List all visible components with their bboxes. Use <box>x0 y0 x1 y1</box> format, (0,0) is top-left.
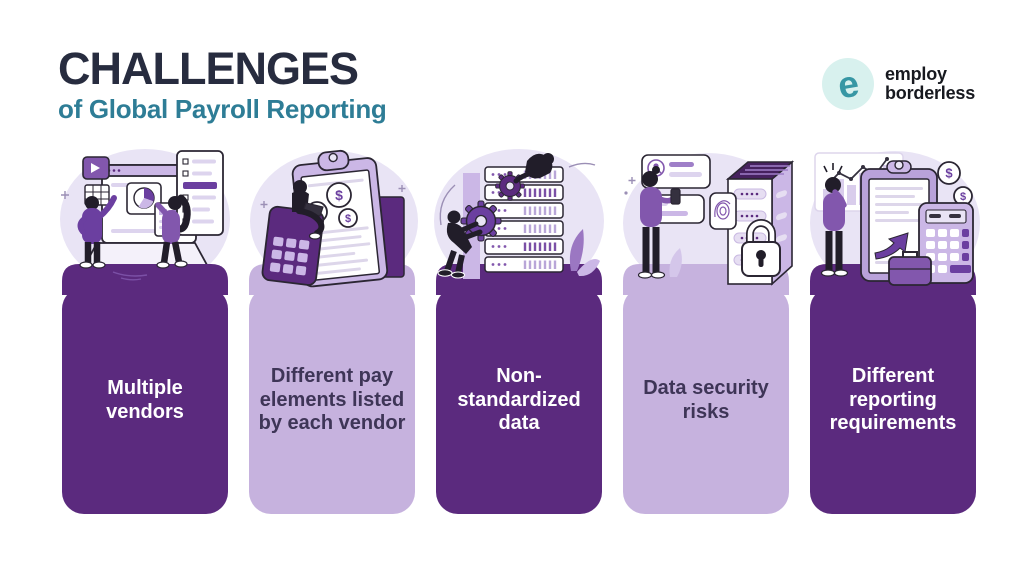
challenge-card-multiple-vendors: Multiple vendors <box>62 287 228 514</box>
growth-arrow-icon <box>874 232 909 260</box>
base-detail <box>112 271 148 281</box>
calculator-icon <box>918 202 974 284</box>
video-play-icon <box>82 156 110 180</box>
padlock-icon <box>741 219 781 277</box>
person-figure <box>513 153 554 184</box>
brand-name: employ borderless <box>885 63 976 104</box>
plant-icon <box>569 229 600 277</box>
challenge-column-pay-elements: $ $ $ <box>249 145 418 514</box>
brand-logo: e employ borderless <box>822 58 975 110</box>
challenge-card-non-standardized: Non-standardized data <box>436 287 602 514</box>
svg-text:$: $ <box>335 187 343 203</box>
reporting-illustration: $ $ <box>810 151 980 295</box>
pay-elements-illustration: $ $ $ <box>249 149 418 295</box>
brand-mark-letter: e <box>834 62 862 106</box>
header: CHALLENGES of Global Payroll Reporting <box>58 43 387 124</box>
swoosh-line <box>568 162 596 168</box>
leaf-decoration <box>669 248 682 277</box>
person-figure <box>77 195 117 269</box>
data-security-illustration <box>623 153 795 295</box>
person-figure <box>155 194 191 269</box>
challenge-column-non-standardized: Non-standardized data <box>434 145 604 514</box>
challenge-columns: Multiple vendors <box>60 145 980 514</box>
card-top-base <box>62 264 228 295</box>
sparkle-icon <box>61 191 69 199</box>
brand-name-line1: employ <box>885 63 947 84</box>
challenge-label: Data security risks <box>643 376 769 423</box>
pie-chart-icon <box>126 182 162 215</box>
swoosh-line <box>439 184 456 226</box>
page-title: CHALLENGES <box>58 43 359 94</box>
multiple-vendors-illustration <box>60 149 230 295</box>
dollar-coin-icon: $ <box>937 161 961 185</box>
svg-text:$: $ <box>345 213 351 225</box>
challenge-column-reporting: $ $ <box>810 145 980 514</box>
person-figure <box>437 210 483 279</box>
brand-name-line2: borderless <box>885 83 976 103</box>
svg-text:$: $ <box>945 166 953 181</box>
challenge-label: Different reporting requirements <box>829 365 957 435</box>
challenge-column-multiple-vendors: Multiple vendors <box>60 145 230 514</box>
dollar-coin-icon: $ <box>338 208 358 228</box>
dollar-coin-icon: $ <box>326 182 352 208</box>
briefcase-icon <box>888 251 932 286</box>
sparkle-icon <box>628 177 636 184</box>
sparkle-icon <box>398 185 406 192</box>
challenge-label: Non-standardized data <box>457 365 581 435</box>
non-standardized-illustration <box>434 149 604 295</box>
fingerprint-icon <box>709 192 737 230</box>
person-figure <box>292 180 325 240</box>
challenge-label: Multiple vendors <box>106 376 184 423</box>
page-subtitle: of Global Payroll Reporting <box>58 93 387 124</box>
sparkle-icon <box>624 191 628 195</box>
challenge-column-data-security: Data security risks <box>623 145 795 514</box>
challenge-card-data-security: Data security risks <box>623 287 789 514</box>
calculator-icon <box>261 205 325 286</box>
challenge-card-pay-elements: Different pay elements listed by each ve… <box>249 287 415 514</box>
brand-logo-icon: e <box>822 58 874 110</box>
person-figure <box>820 163 849 277</box>
challenge-card-reporting: Different reporting requirements <box>810 287 976 514</box>
person-figure <box>637 166 681 279</box>
svg-text:$: $ <box>960 191 966 203</box>
challenge-label: Different pay elements listed by each ve… <box>258 365 406 435</box>
sparkle-icon <box>260 201 268 208</box>
